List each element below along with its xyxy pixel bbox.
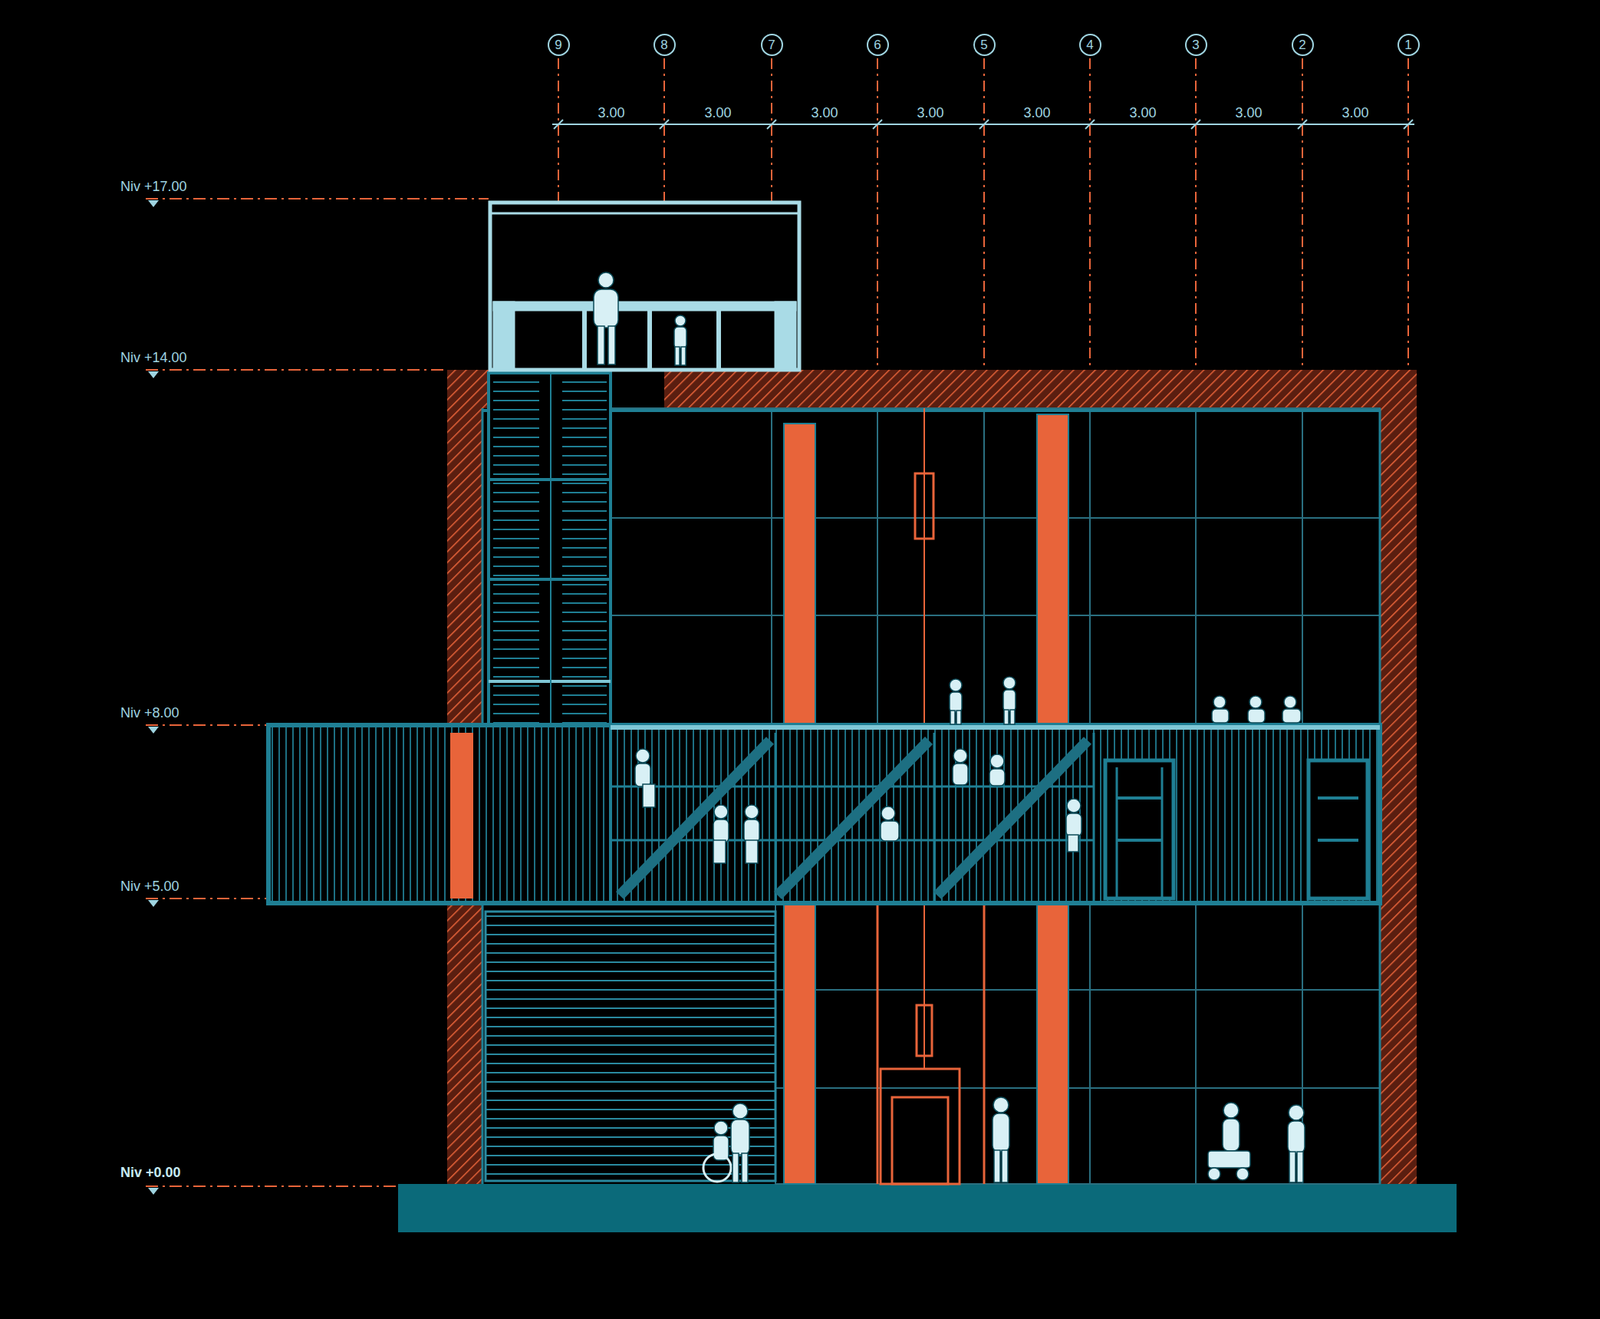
grid-number: 7 (767, 38, 775, 52)
level-label: Niv +14.00 (118, 349, 190, 366)
grid-bubble: 3 (1185, 33, 1208, 56)
grid-bubble: 7 (760, 33, 784, 56)
dimension-text: 3.00 (808, 105, 840, 121)
dimension-text: 3.00 (701, 105, 734, 121)
dimension-text: 3.00 (1232, 105, 1265, 121)
dimension-text: 3.00 (595, 105, 627, 121)
dimension-text: 3.00 (1020, 105, 1053, 121)
grid-number: 4 (1086, 38, 1094, 52)
grid-number: 5 (980, 38, 988, 52)
grid-number: 9 (554, 38, 562, 52)
dimension-text: 3.00 (914, 105, 946, 121)
roof-pavilion (490, 202, 800, 370)
people (593, 272, 1305, 1182)
grid-number: 2 (1298, 38, 1306, 52)
level-lines (145, 198, 489, 1186)
grid-number: 1 (1404, 38, 1412, 52)
level-label: Niv +17.00 (118, 178, 190, 195)
grid-bubble: 1 (1397, 33, 1420, 56)
dimension-text: 3.00 (1339, 105, 1371, 121)
dimension-line (552, 119, 1415, 129)
grid-bubble: 9 (547, 33, 570, 56)
grid-bubble: 6 (866, 33, 889, 56)
grid-number: 3 (1191, 38, 1199, 52)
grid-bubble: 4 (1079, 33, 1102, 56)
ground-slab (398, 1183, 1457, 1232)
grid-bubble: 2 (1291, 33, 1314, 56)
grid-bubble: 5 (973, 33, 996, 56)
level-label: Niv +5.00 (118, 878, 182, 894)
grid-number: 8 (660, 38, 668, 52)
level-label: Niv +8.00 (118, 704, 182, 721)
dimension-text: 3.00 (1126, 105, 1159, 121)
level-label: Niv +0.00 (118, 1164, 184, 1180)
grid-bubble: 8 (653, 33, 676, 56)
grid-number: 6 (873, 38, 881, 52)
roll-door (485, 911, 776, 1181)
container (268, 724, 1380, 903)
